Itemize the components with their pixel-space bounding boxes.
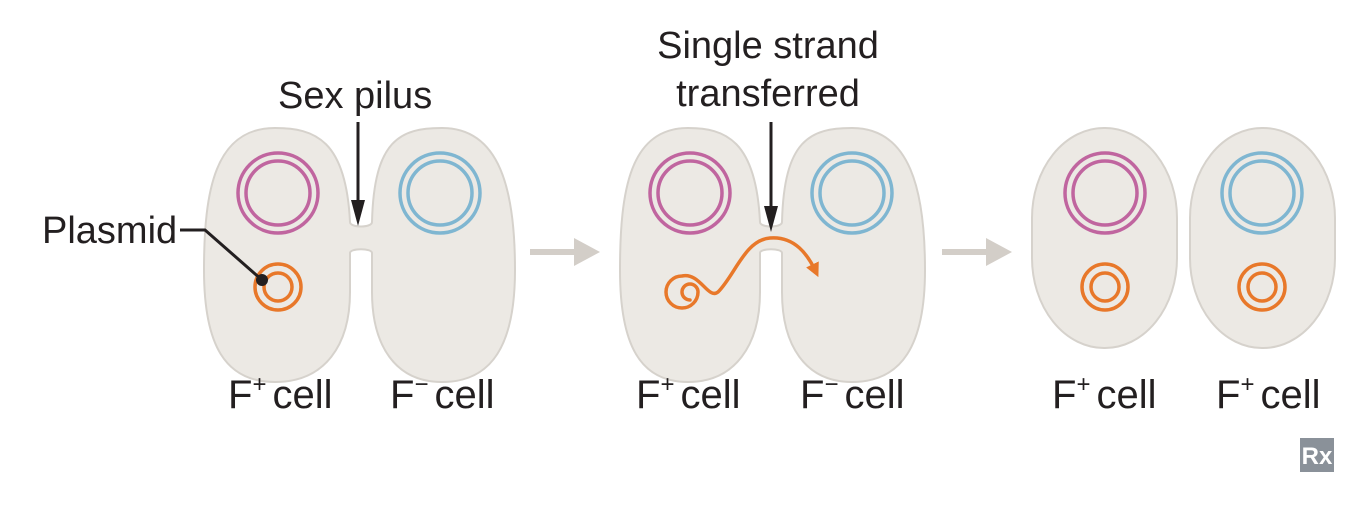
- stage-3: F+cell F+cell: [1031, 127, 1336, 417]
- chromosome-f-plus: [1063, 151, 1147, 235]
- chromosome-f-plus: [648, 151, 732, 235]
- single-strand-label-line2: transferred: [676, 73, 860, 115]
- cell-pair-with-pilus: [202, 126, 517, 384]
- single-strand-arrow: [764, 122, 778, 232]
- cell-left: [1031, 127, 1178, 349]
- svg-text:Rx: Rx: [1302, 443, 1333, 470]
- stage-1: Plasmid Sex pilus F+cell F−cell: [42, 75, 517, 417]
- cell-label: F−cell: [390, 371, 494, 417]
- cell-pair-with-pilus: [618, 126, 927, 384]
- cell-label: F+cell: [636, 371, 740, 417]
- chromosome-f-minus: [810, 151, 894, 235]
- rx-logo-icon: Rx: [1300, 438, 1334, 472]
- cell-label: F+cell: [228, 371, 332, 417]
- chromosome-f-minus: [398, 151, 482, 235]
- single-strand-label-line1: Single strand: [657, 25, 879, 67]
- cell-label: F−cell: [800, 371, 904, 417]
- process-arrow: [942, 238, 1012, 266]
- process-arrow: [530, 238, 600, 266]
- cell-right: [1189, 127, 1336, 349]
- chromosome-f-plus: [236, 151, 320, 235]
- cell-label: F+cell: [1216, 371, 1320, 417]
- plasmid: [1237, 262, 1287, 312]
- plasmid: [1080, 262, 1130, 312]
- stage-2: Single strand transferred F+cell F−cell: [618, 25, 927, 417]
- plasmid: [253, 262, 303, 312]
- plasmid-label: Plasmid: [42, 210, 177, 252]
- transferring-plasmid-strand: [664, 236, 819, 310]
- sex-pilus-label: Sex pilus: [278, 75, 432, 117]
- chromosome-f-minus: [1220, 151, 1304, 235]
- cell-label: F+cell: [1052, 371, 1156, 417]
- plasmid-leader-line: [180, 228, 268, 286]
- sex-pilus-arrow: [351, 122, 365, 226]
